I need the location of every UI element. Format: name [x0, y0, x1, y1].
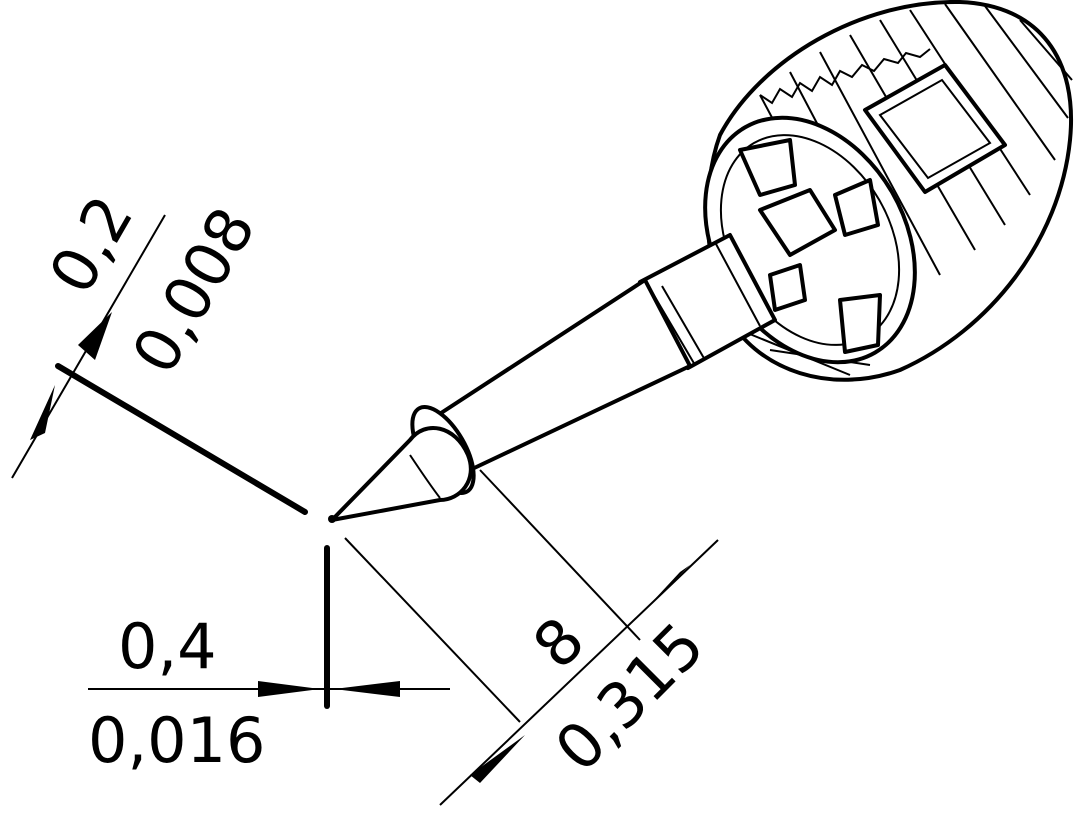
tip-thickness-mm-label: 0,4 — [118, 610, 217, 683]
extension-line-taper-end — [479, 469, 641, 641]
arrow-taper-top — [640, 565, 690, 615]
dimension-tip-width: 0,2 0,008 — [11, 184, 308, 515]
arrow-width-top — [78, 312, 112, 360]
extension-line-width — [55, 363, 308, 515]
dimension-taper-length: 8 0,315 — [344, 469, 719, 806]
tip-width-mm-label: 0,2 — [35, 184, 148, 306]
dimension-line-taper — [439, 539, 719, 806]
taper-length-mm-label: 8 — [519, 603, 599, 683]
soldering-tip — [328, 0, 1073, 523]
tip-cone — [328, 426, 473, 523]
arrow-width-bottom — [30, 385, 55, 440]
dimension-tip-thickness: 0,4 0,016 — [88, 545, 450, 777]
arrow-thickness-right — [334, 681, 400, 697]
tip-thickness-inch-label: 0,016 — [88, 704, 266, 777]
arrow-taper-bottom — [470, 735, 525, 783]
arrow-thickness-left — [258, 681, 320, 697]
extension-line-taper-start — [344, 537, 521, 723]
